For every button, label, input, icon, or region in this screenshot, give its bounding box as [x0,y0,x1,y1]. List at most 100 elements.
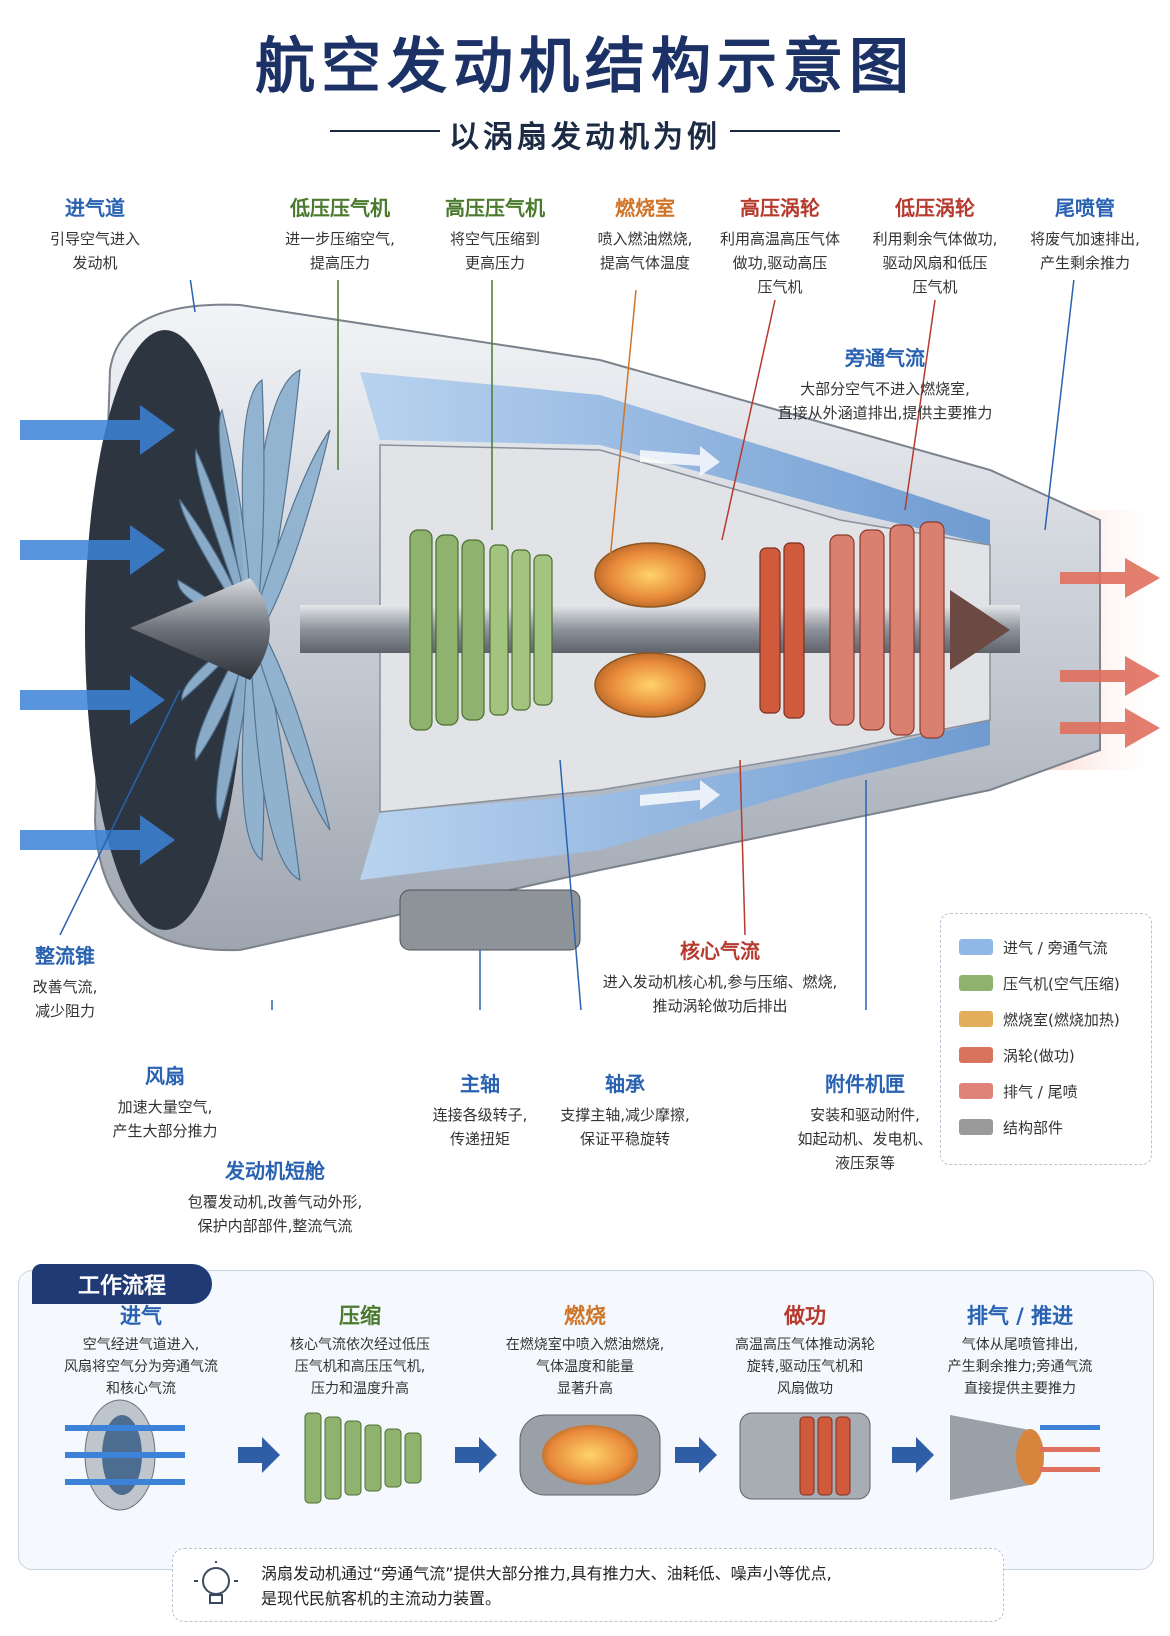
flow-step-desc: 显著升高 [557,1381,613,1397]
low-pressure-turbine [829,521,945,739]
label-shaft-desc-1: 连接各级转子, [432,1106,528,1124]
leader-lines [59,280,1075,1010]
label-fan: 风扇 加速大量空气, 产生大部分推力 [90,1060,240,1143]
label-gearbox-desc-3: 液压泵等 [834,1154,895,1172]
note-line-1: 涡扇发动机通过“旁通气流”提供大部分推力,具有推力大、油耗低、噪声小等优点, [261,1564,832,1583]
low-pressure-compressor [409,529,485,731]
label-hpt-desc-3: 压气机 [757,278,803,296]
legend-text: 涡轮(做功) [1003,1046,1075,1065]
label-nacelle-desc-2: 保护内部部件,整流气流 [197,1217,353,1235]
flow-step-exhaust: 排气 / 推进 气体从尾喷管排出, 产生剩余推力;旁通气流 直接提供主要推力 [915,1300,1125,1400]
label-lpt-desc-2: 驱动风扇和低压 [882,254,988,272]
color-legend: 进气 / 旁通气流 压气机(空气压缩) 燃烧室(燃烧加热) 涡轮(做功) 排气 … [940,913,1152,1165]
label-nozzle-title: 尾喷管 [1055,196,1115,220]
label-fan-desc-2: 产生大部分推力 [112,1122,218,1140]
label-lpc-desc-2: 提高压力 [309,254,370,272]
label-spinner-desc-2: 减少阻力 [34,1002,95,1020]
page-title: 航空发动机结构示意图 [255,32,915,102]
label-nozzle-desc-1: 将废气加速排出, [1030,230,1140,248]
mini-compressor-icon [304,1412,422,1504]
label-bypass-title: 旁通气流 [845,346,925,370]
page-subtitle: 以涡扇发动机为例 [449,120,721,155]
label-combustor-desc-2: 提高气体温度 [599,254,690,272]
label-fan-title: 风扇 [145,1064,185,1088]
flow-step-desc: 产生剩余推力;旁通气流 [947,1359,1093,1375]
subtitle-rule-left [330,130,440,132]
label-nacelle-title: 发动机短舱 [225,1159,325,1183]
legend-swatch [959,1083,993,1099]
label-core-title: 核心气流 [680,939,760,963]
label-spinner-title: 整流锥 [35,944,95,968]
flow-step-desc: 直接提供主要推力 [964,1381,1076,1397]
flow-step-desc: 压气机和高压压气机, [294,1359,426,1375]
high-pressure-turbine [759,542,805,719]
note-text: 涡扇发动机通过“旁通气流”提供大部分推力,具有推力大、油耗低、噪声小等优点, 是… [261,1561,832,1611]
label-nozzle-desc-2: 产生剩余推力 [1039,254,1130,272]
flow-step-desc: 高温高压气体推动涡轮 [735,1337,875,1353]
flow-step-work: 做功 高温高压气体推动涡轮 旋转,驱动压气机和 风扇做功 [700,1300,910,1400]
label-bypass-desc-2: 直接从外涵道排出,提供主要推力 [777,404,993,422]
label-bearing-desc-2: 保证平稳旋转 [579,1130,670,1148]
label-hpc: 高压压气机 将空气压缩到 更高压力 [420,192,570,275]
flow-arrow-icon [675,1437,717,1473]
label-shaft-desc-2: 传递扭矩 [449,1130,510,1148]
label-intake-desc-2: 发动机 [72,254,118,272]
label-hpt-desc-2: 做功,驱动高压 [732,254,828,272]
flow-step-desc: 在燃烧室中喷入燃油燃烧, [505,1337,665,1353]
legend-swatch [959,939,993,955]
label-lpc-title: 低压压气机 [290,196,390,220]
flow-step-desc: 压力和温度升高 [311,1381,409,1397]
label-lpt-desc-1: 利用剩余气体做功, [872,230,998,248]
label-lpt-desc-3: 压气机 [912,278,958,296]
exhaust-cone [950,590,1010,670]
label-lpc-desc-1: 进一步压缩空气, [285,230,395,248]
label-core: 核心气流 进入发动机核心机,参与压缩、燃烧, 推动涡轮做功后排出 [580,935,860,1018]
label-shaft: 主轴 连接各级转子, 传递扭矩 [405,1068,555,1151]
label-bearing-desc-1: 支撑主轴,减少摩擦, [560,1106,690,1124]
label-nozzle: 尾喷管 将废气加速排出, 产生剩余推力 [1010,192,1160,275]
lightbulb-icon [194,1561,238,1604]
label-bypass-desc-1: 大部分空气不进入燃烧室, [800,380,970,398]
legend-swatch [959,1047,993,1063]
summary-note: 涡扇发动机通过“旁通气流”提供大部分推力,具有推力大、油耗低、噪声小等优点, 是… [172,1548,1004,1622]
label-combustor: 燃烧室 喷入燃油燃烧, 提高气体温度 [570,192,720,275]
label-hpc-desc-2: 更高压力 [464,254,525,272]
flow-step-desc: 空气经进气道进入, [82,1337,200,1353]
legend-swatch [959,1119,993,1135]
flow-step-title: 排气 / 推进 [966,1304,1074,1328]
mini-combustor-icon [519,1414,661,1496]
mini-intake-icon [65,1399,185,1511]
label-bypass: 旁通气流 大部分空气不进入燃烧室, 直接从外涵道排出,提供主要推力 [760,342,1010,425]
flow-arrow-icon [892,1437,934,1473]
label-hpc-title: 高压压气机 [445,196,545,220]
legend-item: 涡轮(做功) [959,1044,1075,1066]
high-pressure-compressor [489,544,553,716]
flow-step-desc: 旋转,驱动压气机和 [746,1359,864,1375]
flow-step-title: 进气 [120,1304,162,1328]
label-lpt: 低压涡轮 利用剩余气体做功, 驱动风扇和低压 压气机 [855,192,1015,299]
legend-text: 结构部件 [1003,1118,1064,1137]
label-bearing: 轴承 支撑主轴,减少摩擦, 保证平稳旋转 [540,1068,710,1151]
label-shaft-title: 主轴 [460,1072,500,1096]
flow-step-desc: 风扇将空气分为旁通气流 [64,1359,218,1375]
note-line-2: 是现代民航客机的主流动力装置。 [261,1589,502,1608]
legend-swatch [959,975,993,991]
flow-step-desc: 气体温度和能量 [536,1359,634,1375]
label-gearbox-desc-1: 安装和驱动附件, [810,1106,920,1124]
flow-arrow-icon [455,1437,497,1473]
label-bearing-title: 轴承 [605,1072,645,1096]
label-core-desc-1: 进入发动机核心机,参与压缩、燃烧, [602,973,838,991]
intake-arrows [20,405,175,865]
flow-step-title: 做功 [784,1304,826,1328]
combustion-chamber [594,542,706,718]
bypass-flow-arrows [640,446,720,810]
flow-step-combust: 燃烧 在燃烧室中喷入燃油燃烧, 气体温度和能量 显著升高 [480,1300,690,1400]
label-core-desc-2: 推动涡轮做功后排出 [652,997,788,1015]
legend-item: 进气 / 旁通气流 [959,936,1108,958]
label-hpt: 高压涡轮 利用高温高压气体 做功,驱动高压 压气机 [705,192,855,299]
label-intake: 进气道 引导空气进入 发动机 [20,192,170,275]
subtitle-rule-right [730,130,840,132]
flow-step-desc: 风扇做功 [777,1381,833,1397]
legend-item: 结构部件 [959,1116,1063,1138]
flow-step-desc: 气体从尾喷管排出, [961,1337,1079,1353]
